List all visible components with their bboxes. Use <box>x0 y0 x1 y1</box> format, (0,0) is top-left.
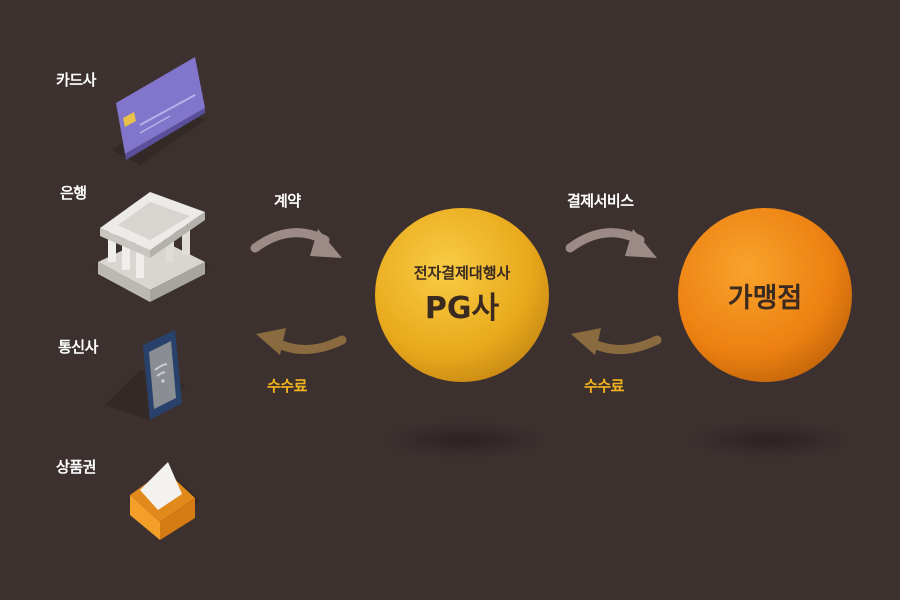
card-company-label: 카드사 <box>56 71 96 89</box>
merchant-circle <box>678 208 852 382</box>
credit-card-icon <box>112 57 205 165</box>
giftcard-label: 상품권 <box>56 458 96 476</box>
fee-right-arrowhead <box>571 328 601 355</box>
fee-left-label: 수수료 <box>267 377 307 395</box>
contract-arrowhead <box>310 229 342 258</box>
telecom-label: 통신사 <box>58 338 98 356</box>
bank-label: 은행 <box>60 184 87 202</box>
merchant-shadow <box>690 422 850 458</box>
pg-circle <box>375 208 549 382</box>
payment-service-arrowhead <box>625 229 657 258</box>
contract-label: 계약 <box>274 192 301 210</box>
payment-service-label: 결제서비스 <box>567 192 634 210</box>
pg-shadow <box>385 422 545 458</box>
smartphone-wifi-icon <box>105 330 185 420</box>
fee-right-arrow <box>585 335 662 355</box>
fee-right-label: 수수료 <box>584 377 624 395</box>
pg-subtitle: 전자결제대행사 <box>413 264 511 282</box>
merchant-title: 가맹점 <box>727 283 803 314</box>
pg-title: PG사 <box>424 291 500 326</box>
bank-building-icon <box>95 192 210 302</box>
envelope-icon <box>128 462 200 540</box>
fee-left-arrow <box>270 335 347 355</box>
fee-left-arrowhead <box>256 328 286 355</box>
